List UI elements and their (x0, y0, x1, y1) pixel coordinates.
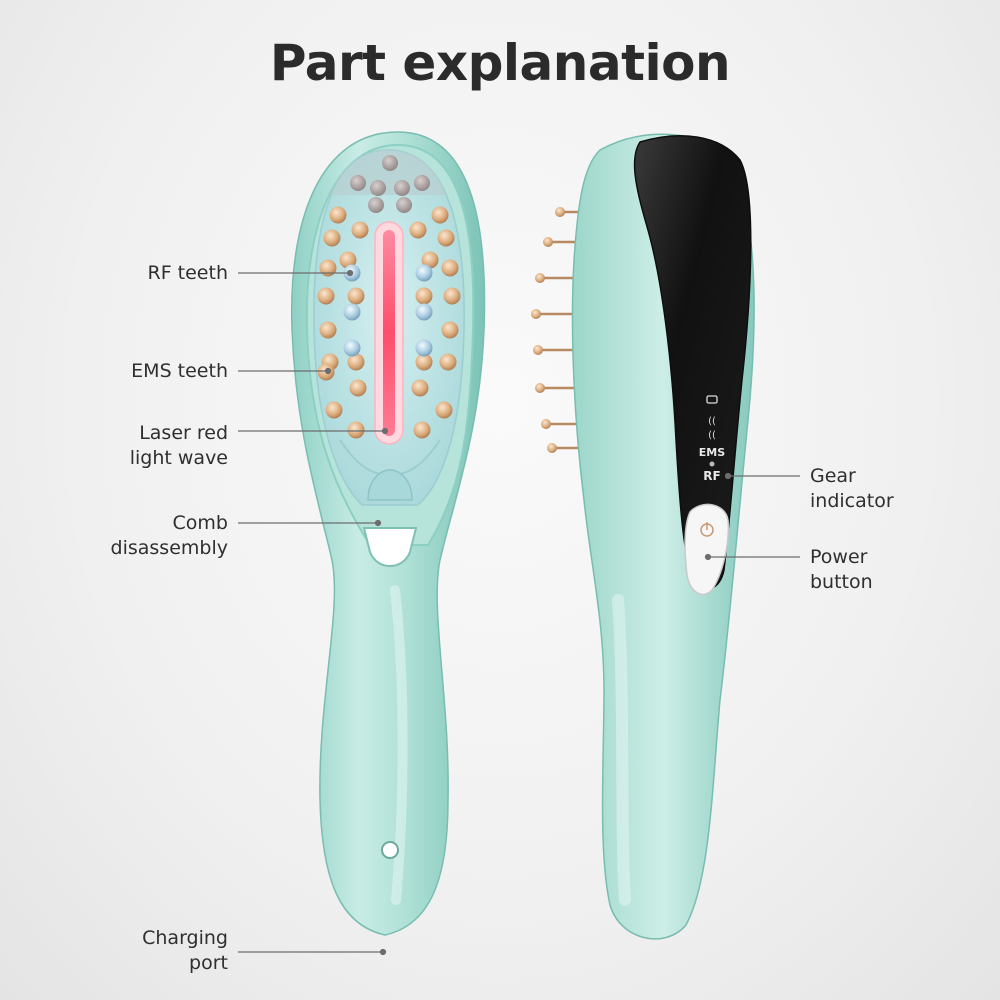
comb-release-button[interactable] (362, 527, 418, 568)
label-comb-line2: disassembly (110, 537, 228, 559)
label-ems-teeth-text: EMS teeth (131, 360, 228, 382)
label-gear-line1: Gear (810, 465, 856, 487)
label-ems-teeth: EMS teeth (131, 359, 228, 384)
laser-light (383, 230, 395, 436)
label-gear-line2: indicator (810, 490, 894, 512)
label-laser: Laser red light wave (130, 421, 228, 471)
leader-lines (238, 269, 800, 956)
rf-indicator: RF (703, 469, 720, 483)
brush-side-view: (( (( EMS RF (531, 133, 755, 940)
rf-teeth (343, 264, 433, 357)
control-panel (633, 135, 752, 590)
label-comb-line1: Comb (172, 512, 228, 534)
label-rf-teeth-text: RF teeth (147, 262, 229, 284)
battery-icon (706, 395, 718, 404)
ems-indicator: EMS (699, 446, 725, 459)
label-power-line2: button (810, 571, 873, 593)
gear-indicator: (( (( EMS RF (699, 395, 725, 483)
label-power: Power button (810, 545, 873, 595)
page-title: Part explanation (269, 34, 731, 92)
ems-teeth (317, 206, 461, 439)
label-charging-line1: Charging (142, 927, 228, 949)
label-rf-teeth: RF teeth (148, 261, 229, 286)
power-icon (700, 522, 714, 537)
power-button[interactable] (684, 503, 730, 596)
label-gear: Gear indicator (810, 464, 894, 514)
label-power-line1: Power (810, 546, 868, 568)
label-charging-line2: port (189, 952, 228, 974)
charging-port[interactable] (381, 841, 399, 859)
label-laser-line1: Laser red (139, 422, 228, 444)
wave-icon: (( (708, 430, 716, 441)
top-teeth (350, 155, 430, 213)
label-comb: Comb disassembly (111, 511, 228, 561)
wave-icon: (( (708, 416, 716, 427)
brush-front-view (290, 131, 486, 936)
label-laser-line2: light wave (129, 447, 228, 469)
label-charging: Charging port (142, 926, 228, 976)
